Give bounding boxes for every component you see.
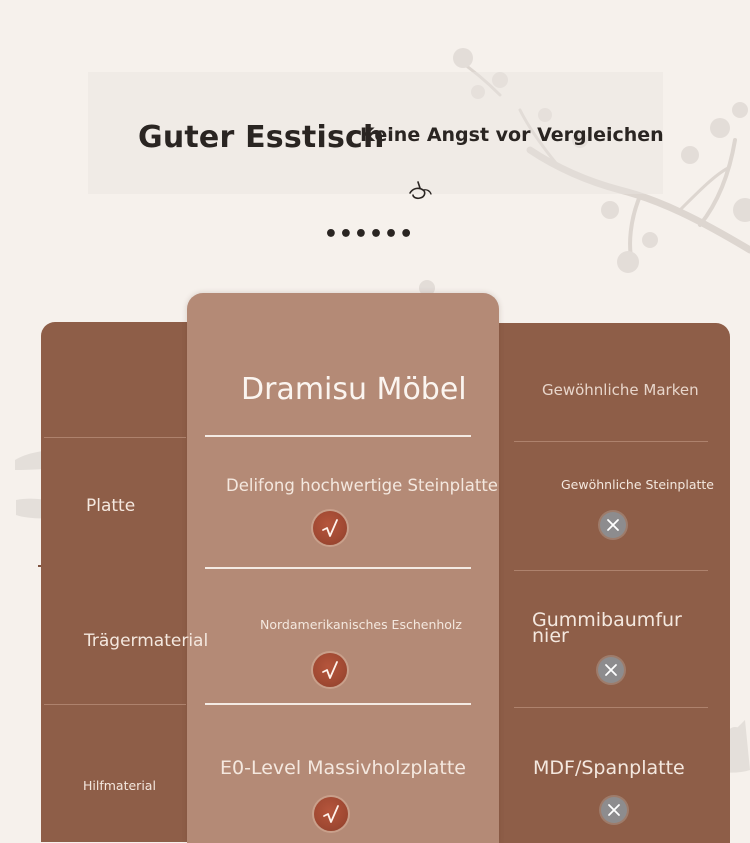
check-icon bbox=[313, 653, 347, 687]
decorative-dots: •••••• bbox=[323, 222, 415, 247]
check-icon bbox=[314, 797, 348, 831]
page-subtitle: Keine Angst vor Vergleichen bbox=[360, 124, 664, 146]
brand-cell-platte: Delifong hochwertige Steinplatte bbox=[226, 476, 498, 495]
right-divider-2 bbox=[514, 570, 708, 571]
x-icon bbox=[600, 512, 626, 538]
left-divider-1 bbox=[44, 437, 186, 438]
row-label-platte: Platte bbox=[86, 496, 136, 516]
left-divider-2 bbox=[44, 704, 186, 705]
middle-divider-2 bbox=[205, 567, 471, 569]
row-label-traegermaterial: Trägermaterial bbox=[84, 631, 209, 651]
brand-cell-traegermaterial: Nordamerikanisches Eschenholz bbox=[260, 617, 462, 632]
middle-divider-3 bbox=[205, 703, 471, 705]
row-labels-column bbox=[41, 322, 201, 842]
other-cell-platte: Gewöhnliche Steinplatte bbox=[561, 477, 714, 492]
other-heading: Gewöhnliche Marken bbox=[542, 381, 699, 399]
x-icon bbox=[601, 797, 627, 823]
other-cell-traegermaterial: Gummibaumfur nier bbox=[532, 609, 682, 647]
brush-ornament-icon bbox=[409, 181, 432, 200]
middle-divider-1 bbox=[205, 435, 471, 437]
right-divider-1 bbox=[514, 441, 708, 442]
hero-band bbox=[88, 72, 663, 194]
other-cell-hilfmaterial: MDF/Spanplatte bbox=[533, 757, 685, 779]
page-title: Guter Esstisch bbox=[138, 120, 385, 155]
ordinary-brands-column bbox=[495, 323, 730, 843]
brand-cell-hilfmaterial: E0-Level Massivholzplatte bbox=[220, 757, 466, 779]
x-icon bbox=[598, 657, 624, 683]
brand-heading: Dramisu Möbel bbox=[241, 372, 467, 407]
check-icon bbox=[313, 511, 347, 545]
row-label-hilfmaterial: Hilfmaterial bbox=[83, 778, 156, 793]
right-divider-3 bbox=[514, 707, 708, 708]
